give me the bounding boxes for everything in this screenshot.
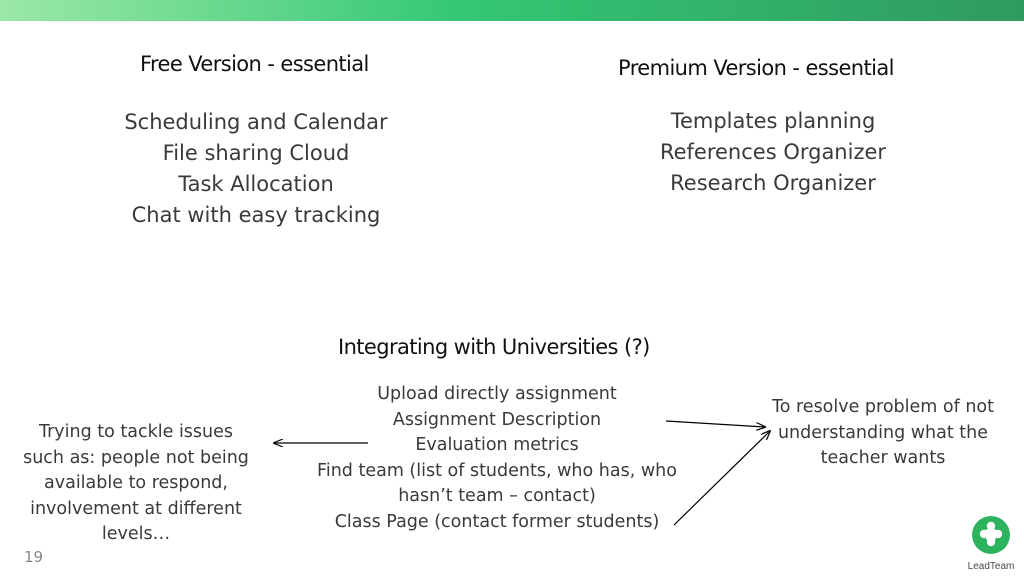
left-note-line: available to respond,	[44, 473, 228, 493]
left-note-line: Trying to tackle issues	[38, 422, 234, 442]
premium-item: References Organizer	[659, 140, 887, 164]
right-note-line: teacher wants	[820, 448, 946, 468]
top-accent-bar	[0, 0, 1024, 21]
free-version-title: Free Version - essential	[140, 52, 369, 76]
integration-item: Upload directly assignment	[377, 384, 617, 404]
free-item: File sharing Cloud	[162, 141, 350, 165]
premium-version-title: Premium Version - essential	[618, 56, 894, 80]
integration-item: Evaluation metrics	[415, 435, 579, 455]
premium-item: Research Organizer	[670, 171, 876, 195]
free-item: Chat with easy tracking	[131, 203, 381, 227]
left-note-line: involvement at different	[30, 498, 242, 519]
left-note: Trying to tackle issues such as: people …	[10, 420, 262, 548]
puzzle-logo-icon	[972, 516, 1010, 554]
arrow-to-right-note-bottom	[673, 431, 770, 526]
left-note-line: levels…	[101, 524, 171, 544]
integration-item: Assignment Description	[392, 409, 602, 430]
integration-item: Find team (list of students, who has, wh…	[317, 460, 677, 481]
integration-title: Integrating with Universities (?)	[338, 335, 650, 359]
integration-item: Class Page (contact former students)	[334, 511, 660, 532]
right-note: To resolve problem of not understanding …	[762, 395, 1004, 472]
arrow-to-right-note-top	[665, 420, 765, 427]
premium-version-list: Templates planning References Organizer …	[618, 106, 928, 199]
left-note-line: such as: people not being	[23, 447, 249, 468]
page-number: 19	[24, 548, 44, 566]
logo-text: LeadTeam	[967, 561, 1015, 572]
free-item: Task Allocation	[178, 172, 334, 196]
free-version-list: Scheduling and Calendar File sharing Clo…	[96, 107, 416, 231]
integration-item: hasn’t team – contact)	[398, 486, 596, 506]
leadteam-logo: LeadTeam	[962, 514, 1020, 572]
free-item: Scheduling and Calendar	[124, 110, 388, 134]
right-note-line: understanding what the	[777, 422, 989, 443]
right-note-line: To resolve problem of not	[772, 397, 994, 417]
integration-list: Upload directly assignment Assignment De…	[302, 382, 692, 535]
premium-item: Templates planning	[670, 109, 876, 133]
